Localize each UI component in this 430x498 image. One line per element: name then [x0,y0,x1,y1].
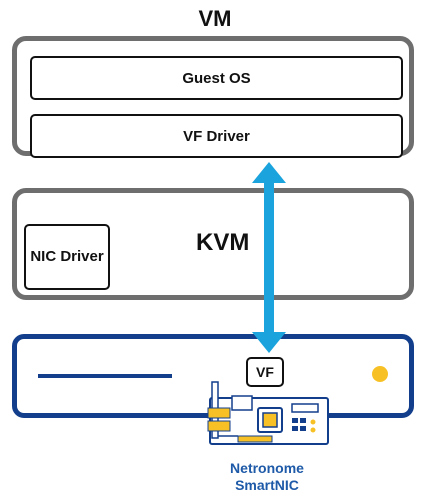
vf-driver-box: VF Driver [30,114,403,158]
vm-title: VM [198,6,232,31]
kvm-label: KVM [196,229,250,256]
nic-driver-box: NIC Driver [24,224,110,290]
vf-box: VF [246,357,284,387]
nic-card-icon [207,381,329,445]
double-arrow-icon [252,162,286,353]
status-led-icon [372,366,388,382]
server-slot-bar [38,374,172,378]
guest-os-box: Guest OS [30,56,403,100]
smartnic-label: Netronome SmartNIC [230,460,304,493]
